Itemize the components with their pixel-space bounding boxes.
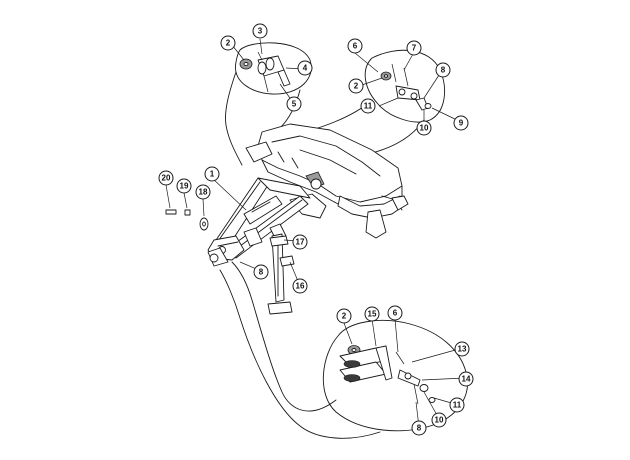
- callout-label: 19: [180, 182, 189, 191]
- callout-3: 3: [252, 23, 268, 39]
- detail-balloon-bottom: [219, 261, 468, 439]
- callout-6a: 6: [347, 38, 363, 54]
- callout-11b: 11: [449, 397, 465, 413]
- callout-label: 4: [303, 64, 308, 73]
- callout-9: 9: [453, 115, 469, 131]
- callout-label: 10: [420, 124, 429, 133]
- callout-8a: 8: [435, 62, 451, 78]
- callout-label: 2: [354, 82, 359, 91]
- callout-label: 6: [353, 42, 358, 51]
- a-frame-hitch: [207, 177, 311, 267]
- callout-label: 5: [292, 100, 297, 109]
- callout-label: 8: [441, 66, 446, 75]
- callout-16: 16: [292, 278, 308, 294]
- callout-6b: 6: [387, 305, 403, 321]
- leader-lines: [165, 38, 466, 428]
- callout-label: 14: [462, 375, 471, 384]
- callout-14: 14: [458, 371, 474, 387]
- detail-top-right-parts: [380, 63, 432, 111]
- callout-label: 1: [210, 170, 215, 179]
- callout-label: 8: [259, 268, 264, 277]
- callout-label: 2: [226, 39, 231, 48]
- callout-15: 15: [364, 306, 380, 322]
- callout-label: 7: [412, 44, 417, 53]
- callout-19: 19: [176, 178, 192, 194]
- callout-8b: 8: [253, 264, 269, 280]
- callout-label: 9: [459, 119, 464, 128]
- callout-label: 10: [435, 416, 444, 425]
- callout-10b: 10: [431, 412, 447, 428]
- callout-label: 15: [368, 310, 377, 319]
- callout-label: 20: [162, 174, 171, 183]
- callout-label: 6: [393, 309, 398, 318]
- callout-label: 11: [364, 102, 373, 111]
- callout-2b: 2: [348, 78, 364, 94]
- callout-label: 2: [342, 312, 347, 321]
- callout-label: 18: [199, 188, 208, 197]
- callout-label: 16: [296, 282, 305, 291]
- detail-bottom-parts: [339, 345, 436, 405]
- callout-label: 11: [453, 401, 462, 410]
- callout-8c: 8: [411, 420, 427, 436]
- callout-18: 18: [195, 184, 211, 200]
- callout-5: 5: [286, 96, 302, 112]
- callout-10a: 10: [416, 120, 432, 136]
- callout-label: 13: [458, 345, 467, 354]
- callout-7: 7: [406, 40, 422, 56]
- callout-label: 3: [258, 27, 263, 36]
- callout-1: 1: [204, 166, 220, 182]
- callout-label: 17: [296, 238, 305, 247]
- detail-top-left-parts: [239, 51, 291, 93]
- callout-4: 4: [297, 60, 313, 76]
- callout-label: 8: [417, 424, 422, 433]
- callout-20: 20: [158, 170, 174, 186]
- callout-17: 17: [292, 234, 308, 250]
- jack-stand: [267, 233, 295, 315]
- callout-2c: 2: [336, 308, 352, 324]
- hitch-pin-parts: [165, 209, 209, 231]
- callout-11a: 11: [360, 98, 376, 114]
- callout-13: 13: [454, 341, 470, 357]
- callout-2a: 2: [220, 35, 236, 51]
